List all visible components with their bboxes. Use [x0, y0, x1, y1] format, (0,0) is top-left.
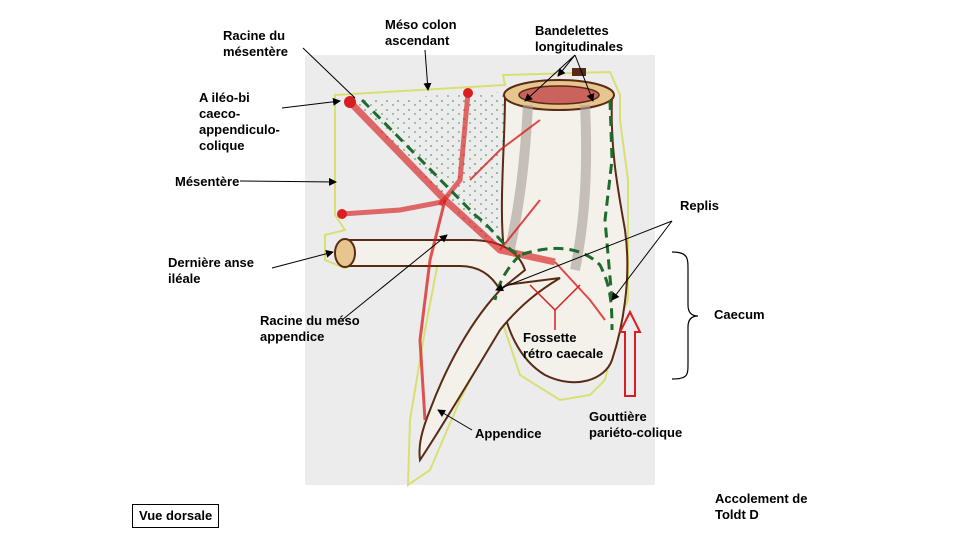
vessel-branch	[418, 199, 447, 421]
vessel-branch	[438, 92, 471, 207]
vessel-branch	[554, 261, 606, 321]
leader-meso-colon	[423, 49, 432, 91]
label-fossette: Fossette rétro caecale	[523, 330, 604, 361]
label-racine-meso-appendice: Racine du méso appendice	[260, 313, 360, 344]
label-vue-dorsale: Vue dorsale	[132, 504, 220, 528]
leader-replis-2	[611, 220, 673, 301]
leader-racine-meso-appendice	[341, 234, 448, 321]
leader-mesentere	[239, 177, 337, 186]
leader-bandelette-1	[524, 54, 576, 102]
leader-racine-mesentere	[302, 47, 356, 99]
mesenteric-vessel	[347, 99, 556, 266]
fossa-arrow	[554, 284, 581, 311]
dashed-parietal-line	[603, 99, 614, 301]
colon-body	[498, 94, 629, 384]
gutter-arrow	[618, 309, 642, 397]
leader-bandelette-3	[574, 54, 595, 102]
label-derniere-anse: Dernière anse iléale	[168, 255, 254, 286]
fossa-arrow	[529, 284, 556, 311]
label-meso-colon-ascendant: Méso colon ascendant	[385, 17, 457, 48]
ileum-cut-section	[334, 238, 356, 268]
label-bandelettes: Bandelettes longitudinales	[535, 23, 624, 54]
leader-appendice	[437, 409, 473, 431]
vessel-branch	[499, 199, 541, 251]
caecum-bracket	[671, 251, 699, 380]
leader-derniere-anse	[271, 249, 334, 269]
taenia-mark	[572, 68, 586, 76]
vessel-stump	[344, 96, 356, 108]
leader-replis-1	[495, 220, 673, 292]
dashed-root-line	[360, 98, 614, 331]
label-replis: Replis	[680, 198, 720, 213]
leader-bandelette-2	[557, 54, 576, 77]
dashed-fossa-line	[493, 253, 522, 301]
colon-lumen	[518, 85, 600, 105]
label-racine-mesentere: Racine du mésentère	[223, 28, 289, 59]
vessel-branch	[469, 119, 541, 181]
label-mesentere: Mésentère	[175, 174, 240, 189]
label-gouttiere: Gouttière pariéto-colique	[589, 409, 683, 440]
vessel-stump	[337, 209, 347, 219]
label-accolement: Accolement de Toldt D	[715, 491, 808, 522]
vessel-branch	[341, 199, 443, 217]
vessel-stump	[463, 88, 473, 98]
label-appendice: Appendice	[475, 426, 542, 441]
appendix-shape	[418, 277, 561, 463]
leader-artere	[281, 97, 341, 109]
label-caecum: Caecum	[714, 307, 765, 322]
label-artere: A iléo-bi caeco- appendiculo- colique	[199, 90, 280, 153]
